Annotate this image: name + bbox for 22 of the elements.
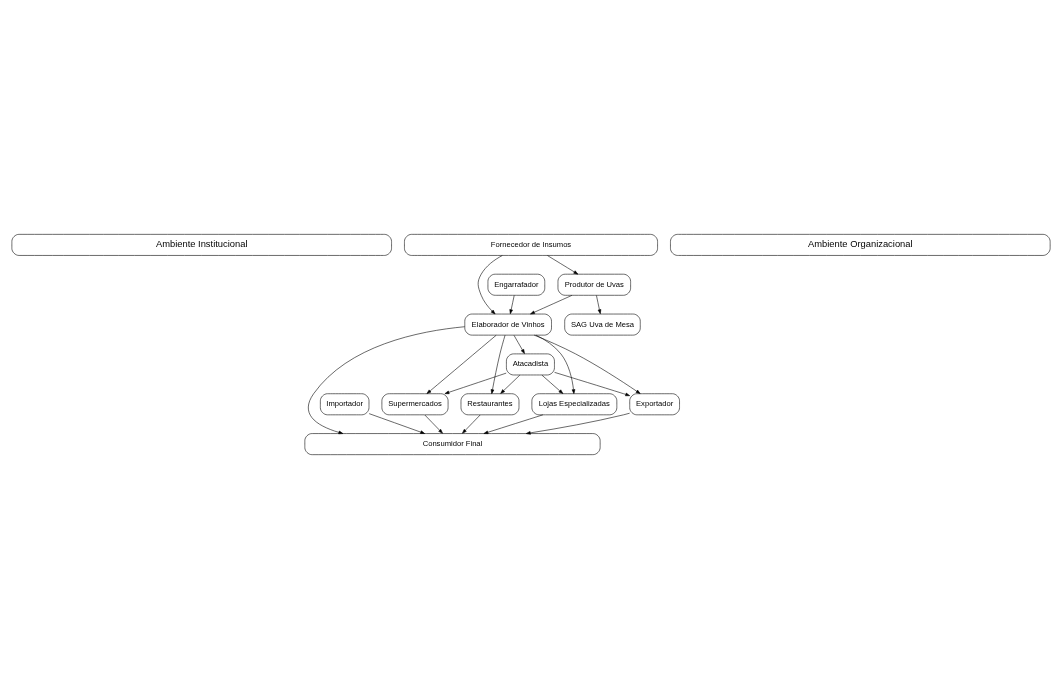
arrow [424, 414, 443, 434]
arrow [541, 374, 564, 394]
arrow [368, 412, 425, 434]
arrow [513, 334, 525, 354]
arrow [509, 294, 515, 314]
arrow [525, 412, 630, 435]
node-box: Ambiente Organizacional [670, 233, 1051, 256]
arrow [500, 374, 521, 394]
arrow [530, 294, 573, 314]
arrow [483, 414, 544, 434]
arrow [554, 371, 630, 396]
arrow [533, 334, 641, 394]
arrow [477, 254, 503, 314]
arrow [462, 414, 481, 434]
arrow [596, 294, 602, 314]
arrow [547, 254, 579, 274]
arrow [490, 334, 506, 394]
node-box: Ambiente Institucional [11, 233, 392, 256]
arrow [444, 372, 507, 394]
arrow [308, 325, 465, 434]
arrow [426, 334, 497, 394]
arrow [535, 334, 576, 394]
